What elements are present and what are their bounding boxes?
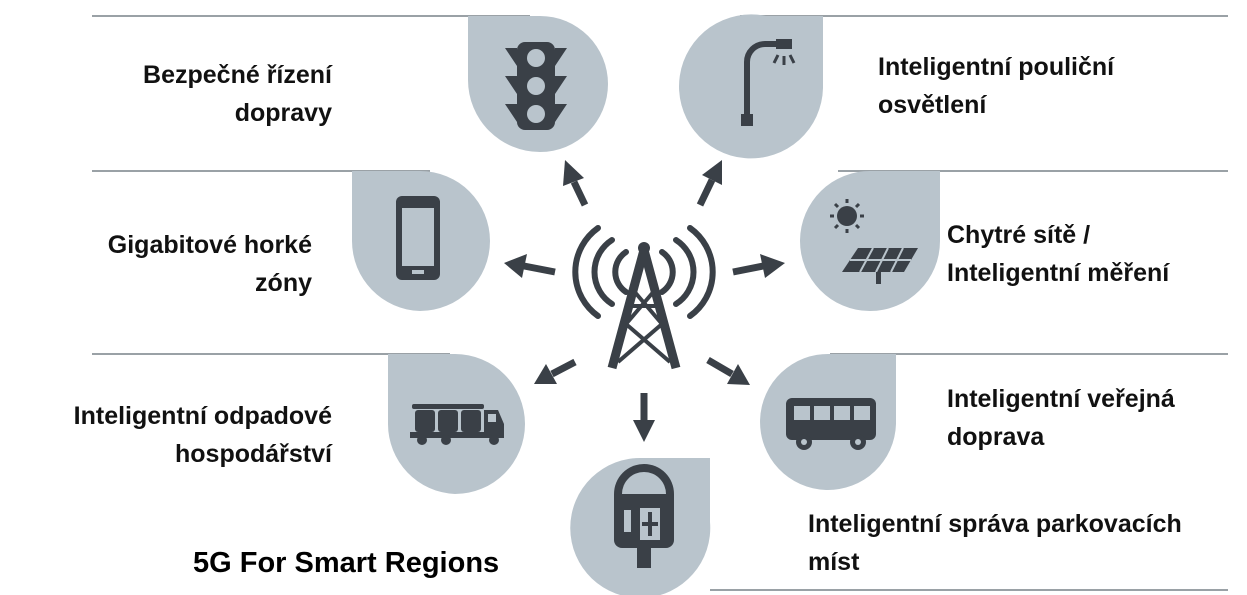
label-hotspot-line-2: zóny — [255, 269, 312, 297]
label-waste-line-2: hospodářství — [175, 440, 332, 468]
label-lighting-line-2: osvětlení — [878, 91, 987, 119]
label-traffic-line-2: dopravy — [234, 99, 332, 127]
arrow-to-hotspot — [504, 254, 556, 278]
label-parking-line-2: míst — [808, 548, 860, 576]
label-waste-line-1: Inteligentní odpadové — [73, 402, 332, 430]
label-parking-line-1: Inteligentní správa parkovacích — [808, 510, 1182, 538]
label-traffic-line-1: Bezpečné řízení — [143, 61, 332, 89]
garbage-truck-icon — [410, 404, 504, 445]
solar-panel-icon — [830, 199, 918, 284]
label-grid: Chytré sítě / Inteligentní měření — [947, 216, 1237, 292]
arrow-to-parking — [633, 393, 655, 442]
label-hotspot-line-1: Gigabitové horké — [107, 231, 312, 259]
label-transport-line-1: Inteligentní veřejná — [947, 385, 1175, 413]
label-lighting: Inteligentní pouliční osvětlení — [878, 48, 1218, 124]
cell-tower-icon — [572, 225, 716, 370]
arrow-to-transport — [706, 356, 750, 385]
arrow-to-grid — [732, 254, 785, 278]
bubble-lighting — [679, 14, 823, 159]
diagram-title: 5G For Smart Regions — [193, 547, 500, 579]
traffic-light-icon — [505, 42, 567, 130]
label-parking: Inteligentní správa parkovacích míst — [808, 505, 1244, 581]
label-hotspot: Gigabitové horké zóny — [40, 226, 312, 302]
label-waste: Inteligentní odpadové hospodářství — [5, 397, 332, 473]
arrow-to-lighting — [696, 160, 722, 207]
street-lamp-icon — [741, 39, 796, 126]
bus-icon — [786, 398, 876, 450]
label-grid-line-1: Chytré sítě / — [947, 221, 1091, 249]
label-transport-line-2: doprava — [947, 423, 1045, 451]
label-traffic: Bezpečné řízení dopravy — [80, 56, 332, 132]
label-grid-line-2: Inteligentní měření — [947, 259, 1170, 287]
arrow-to-waste — [534, 358, 577, 384]
arrow-to-traffic — [563, 160, 589, 207]
arrows — [504, 160, 785, 442]
bubble-grid — [800, 170, 940, 311]
label-lighting-line-1: Inteligentní pouliční — [878, 53, 1115, 81]
smartphone-icon — [396, 196, 440, 280]
parking-meter-icon — [614, 464, 674, 568]
label-transport: Inteligentní veřejná doprava — [947, 380, 1237, 456]
